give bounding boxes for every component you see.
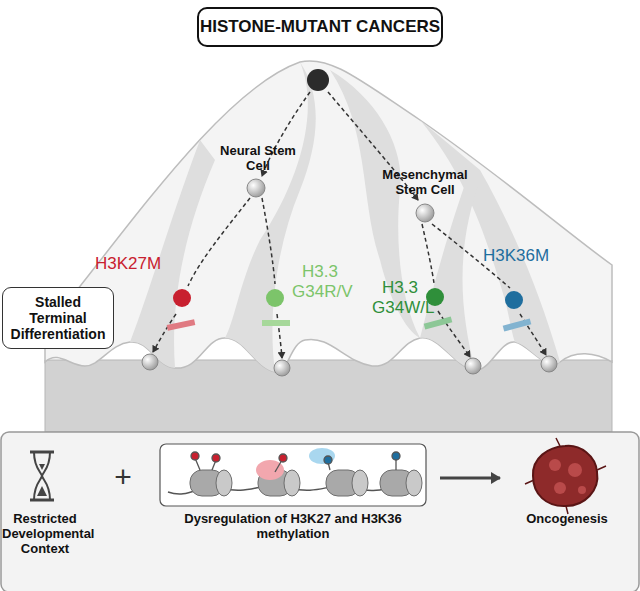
dashed-path: [153, 92, 546, 358]
nucleosomes: [168, 448, 422, 496]
label-text: +: [108, 460, 138, 495]
label-text: H3.3 G34W/L: [372, 278, 428, 317]
label-text: Oncogenesis: [516, 512, 618, 527]
pluripotent-ball: [307, 69, 329, 91]
landscape-base: [45, 360, 612, 432]
bottom-panel: [1, 432, 639, 591]
cell-ball: [142, 179, 557, 376]
label-text: H3.3 G34R/V: [292, 262, 348, 301]
process-arrow: [440, 477, 500, 480]
landscape-shading: [130, 62, 560, 372]
label-text: Mesenchymal Stem Cell: [372, 168, 478, 198]
caption-text: Dysregulation of H3K27 and H3K36 methyla…: [150, 512, 436, 542]
nucleosome-box: Dysregulation of H3K27 and H3K36 methyla…: [160, 444, 426, 506]
mutant-ball: [167, 288, 532, 332]
label-text: H3K36M: [478, 246, 554, 266]
nucleosome-panel: [160, 444, 426, 506]
label-text: Restricted Developmental Context: [2, 512, 88, 557]
label-text: H3K27M: [88, 254, 168, 274]
callout-text: Stalled Terminal Differentiation: [9, 294, 107, 342]
landscape-surface: [45, 61, 612, 372]
callout-box: Stalled Terminal Differentiation: [2, 287, 114, 349]
tumor-icon: [525, 438, 606, 514]
title-box: [198, 8, 442, 46]
hourglass-icon: [30, 452, 54, 500]
label-text: Neural Stem Cell: [216, 144, 300, 174]
title-text: HISTONE-MUTANT CANCERS: [198, 8, 442, 46]
